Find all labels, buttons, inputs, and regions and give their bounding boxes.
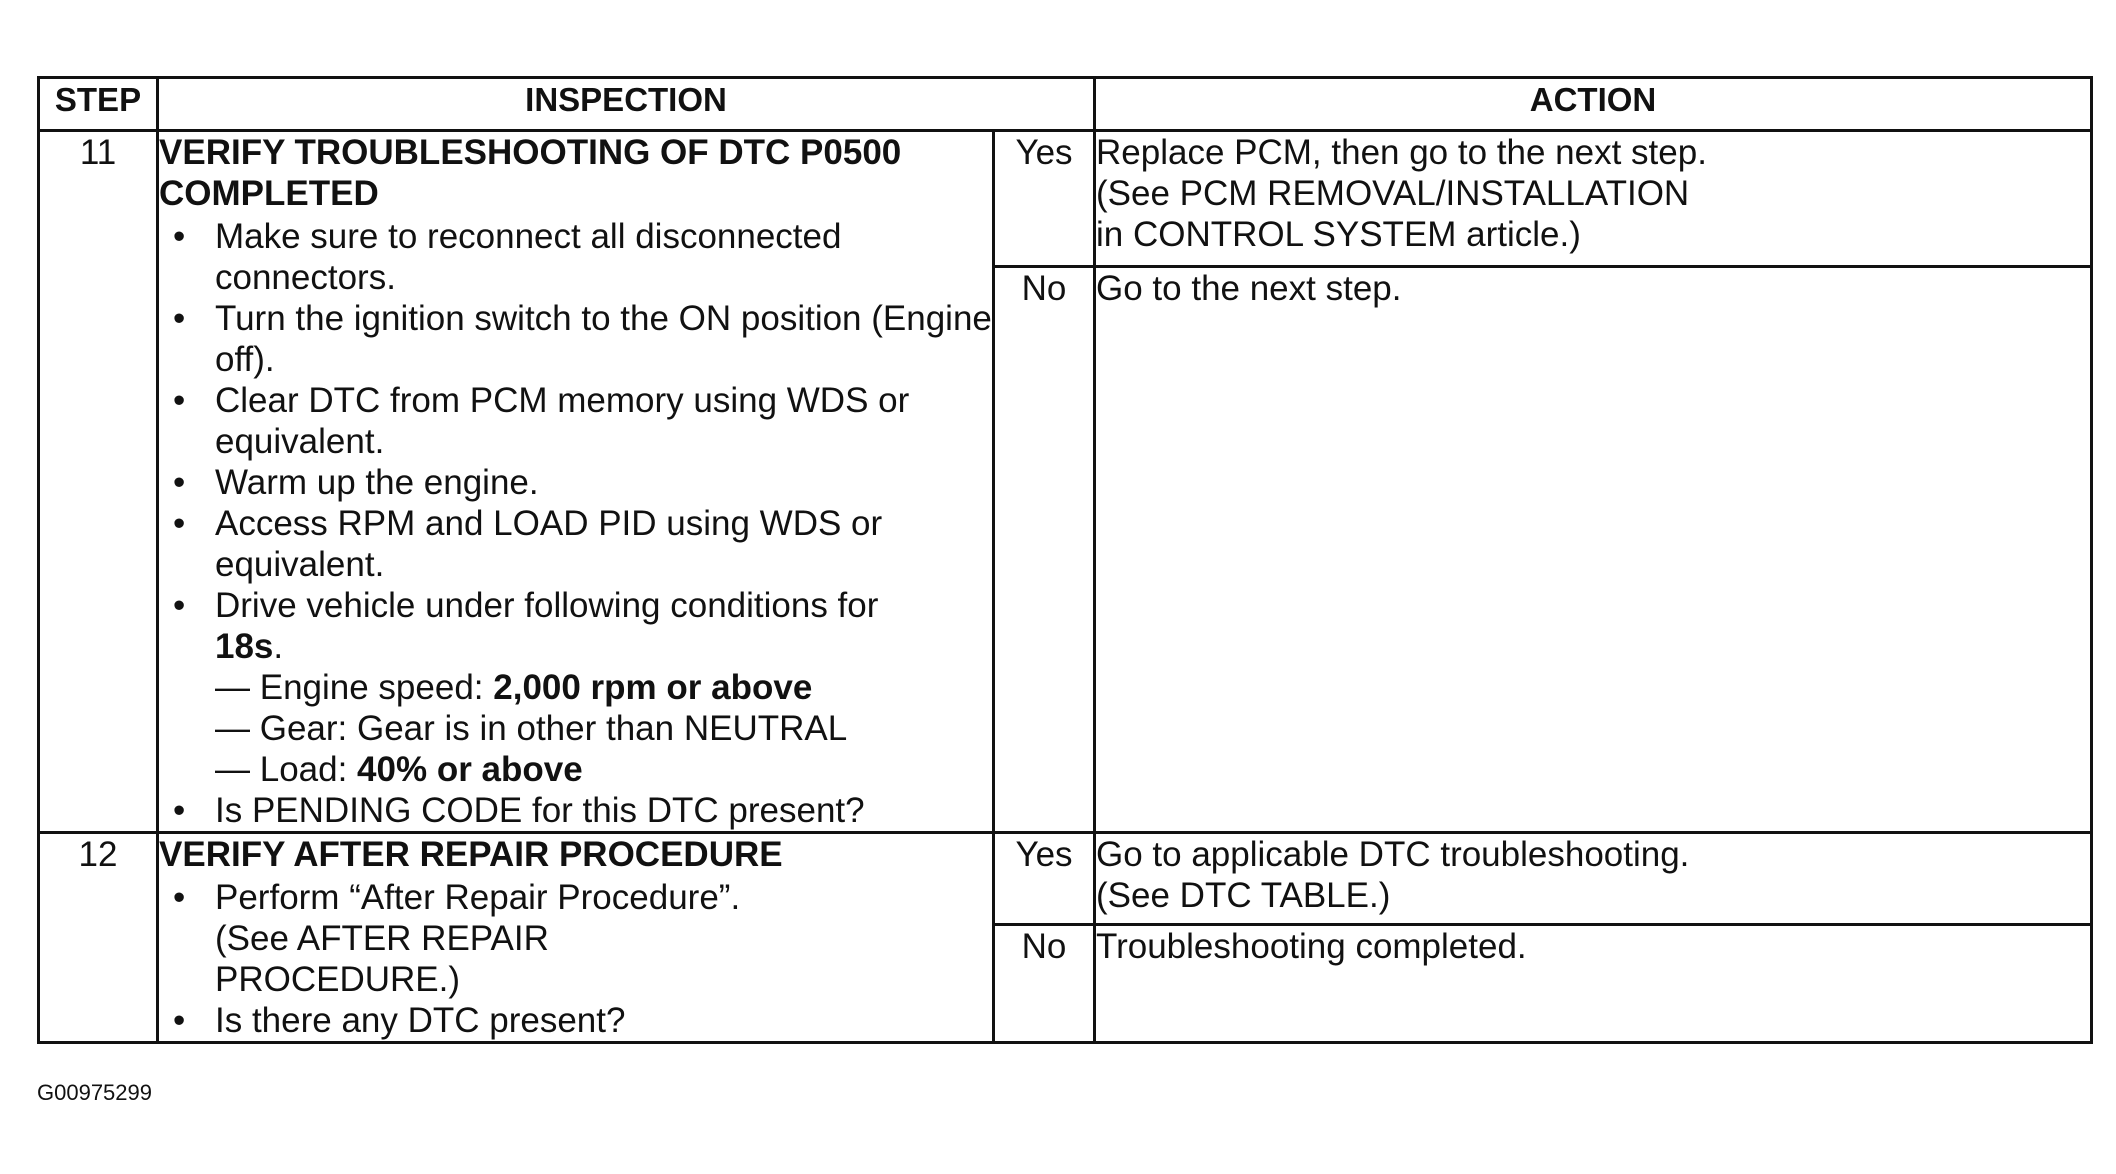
drive-duration: 18s bbox=[215, 627, 274, 666]
condition-load: — Load: 40% or above bbox=[215, 749, 992, 790]
yes-action-cell: Go to applicable DTC troubleshooting. (S… bbox=[1093, 831, 2094, 926]
inspection-cell-12: VERIFY AFTER REPAIR PROCEDURE Perform “A… bbox=[156, 831, 995, 1044]
inspection-steps-list: Perform “After Repair Procedure”. (See A… bbox=[159, 877, 992, 1041]
condition-label: — Gear: Gear is in other than NEUTRAL bbox=[215, 709, 848, 748]
header-step: STEP bbox=[37, 76, 159, 132]
drive-duration-suffix: . bbox=[273, 627, 284, 666]
troubleshooting-table: STEP INSPECTION ACTION 11 VERIFY TROUBLE… bbox=[37, 76, 2094, 1044]
table-row-step-11-no: No Go to the next step. bbox=[39, 265, 2094, 834]
no-action-cell: Go to the next step. bbox=[1093, 265, 2094, 834]
action-line: Go to applicable DTC troubleshooting. bbox=[1096, 835, 1690, 874]
list-item-question: Is PENDING CODE for this DTC present? bbox=[159, 790, 992, 831]
list-item-question: Is there any DTC present? bbox=[159, 1000, 992, 1041]
no-label: No bbox=[991, 265, 1097, 834]
condition-label: — Load: bbox=[215, 750, 358, 789]
action-line: (See PCM REMOVAL/INSTALLATION bbox=[1096, 174, 1690, 213]
inspection-steps-list: Make sure to reconnect all disconnected … bbox=[159, 216, 992, 831]
yes-label: Yes bbox=[991, 129, 1097, 268]
inspection-title: VERIFY AFTER REPAIR PROCEDURE bbox=[159, 835, 783, 874]
table-row-step-11-yes: 11 VERIFY TROUBLESHOOTING OF DTC P0500 C… bbox=[37, 129, 2094, 834]
action-line: Replace PCM, then go to the next step. bbox=[1096, 133, 1707, 172]
bullet-text: Perform “After Repair Procedure”. bbox=[215, 878, 741, 917]
list-item: Turn the ignition switch to the ON posit… bbox=[159, 298, 992, 380]
condition-gear: — Gear: Gear is in other than NEUTRAL bbox=[215, 708, 992, 749]
yes-label: Yes bbox=[991, 831, 1097, 926]
action-line: Troubleshooting completed. bbox=[1096, 927, 1527, 966]
list-item: Access RPM and LOAD PID using WDS or equ… bbox=[159, 503, 992, 585]
condition-value: 40% or above bbox=[357, 750, 583, 789]
yes-action-cell: Replace PCM, then go to the next step. (… bbox=[1093, 129, 2094, 268]
header-action: ACTION bbox=[1093, 76, 2094, 132]
list-item: Clear DTC from PCM memory using WDS or e… bbox=[159, 380, 992, 462]
action-line: Go to the next step. bbox=[1096, 269, 1402, 308]
inspection-title: VERIFY TROUBLESHOOTING OF DTC P0500 COMP… bbox=[159, 133, 902, 213]
table-header-row: STEP INSPECTION ACTION bbox=[37, 76, 2094, 132]
no-action-cell: Troubleshooting completed. bbox=[1093, 923, 2094, 1044]
action-line: in CONTROL SYSTEM article.) bbox=[1096, 215, 1581, 254]
condition-label: — Engine speed: bbox=[215, 668, 494, 707]
step-number: 12 bbox=[37, 831, 159, 1044]
bullet-note: (See AFTER REPAIR bbox=[215, 919, 549, 958]
table-row-step-12-yes: 12 VERIFY AFTER REPAIR PROCEDURE Perform… bbox=[37, 831, 2094, 1044]
step-number: 11 bbox=[37, 129, 159, 834]
no-label: No bbox=[991, 923, 1097, 1044]
list-item: Make sure to reconnect all disconnected … bbox=[159, 216, 992, 298]
table-row-step-12-no: No Troubleshooting completed. bbox=[39, 923, 2094, 1044]
list-item-drive-conditions: Drive vehicle under following conditions… bbox=[159, 585, 992, 790]
action-line: (See DTC TABLE.) bbox=[1096, 876, 1391, 915]
drive-text: Drive vehicle under following conditions… bbox=[215, 586, 879, 625]
figure-id: G00975299 bbox=[37, 1080, 152, 1105]
condition-engine-speed: — Engine speed: 2,000 rpm or above bbox=[215, 667, 992, 708]
list-item: Warm up the engine. bbox=[159, 462, 992, 503]
condition-value: 2,000 rpm or above bbox=[493, 668, 813, 707]
bullet-note: PROCEDURE.) bbox=[215, 960, 461, 999]
dtc-table-sheet: STEP INSPECTION ACTION 11 VERIFY TROUBLE… bbox=[37, 76, 2094, 1044]
inspection-cell-11: VERIFY TROUBLESHOOTING OF DTC P0500 COMP… bbox=[156, 129, 995, 834]
header-inspection: INSPECTION bbox=[155, 76, 1097, 132]
list-item: Perform “After Repair Procedure”. (See A… bbox=[159, 877, 992, 1000]
